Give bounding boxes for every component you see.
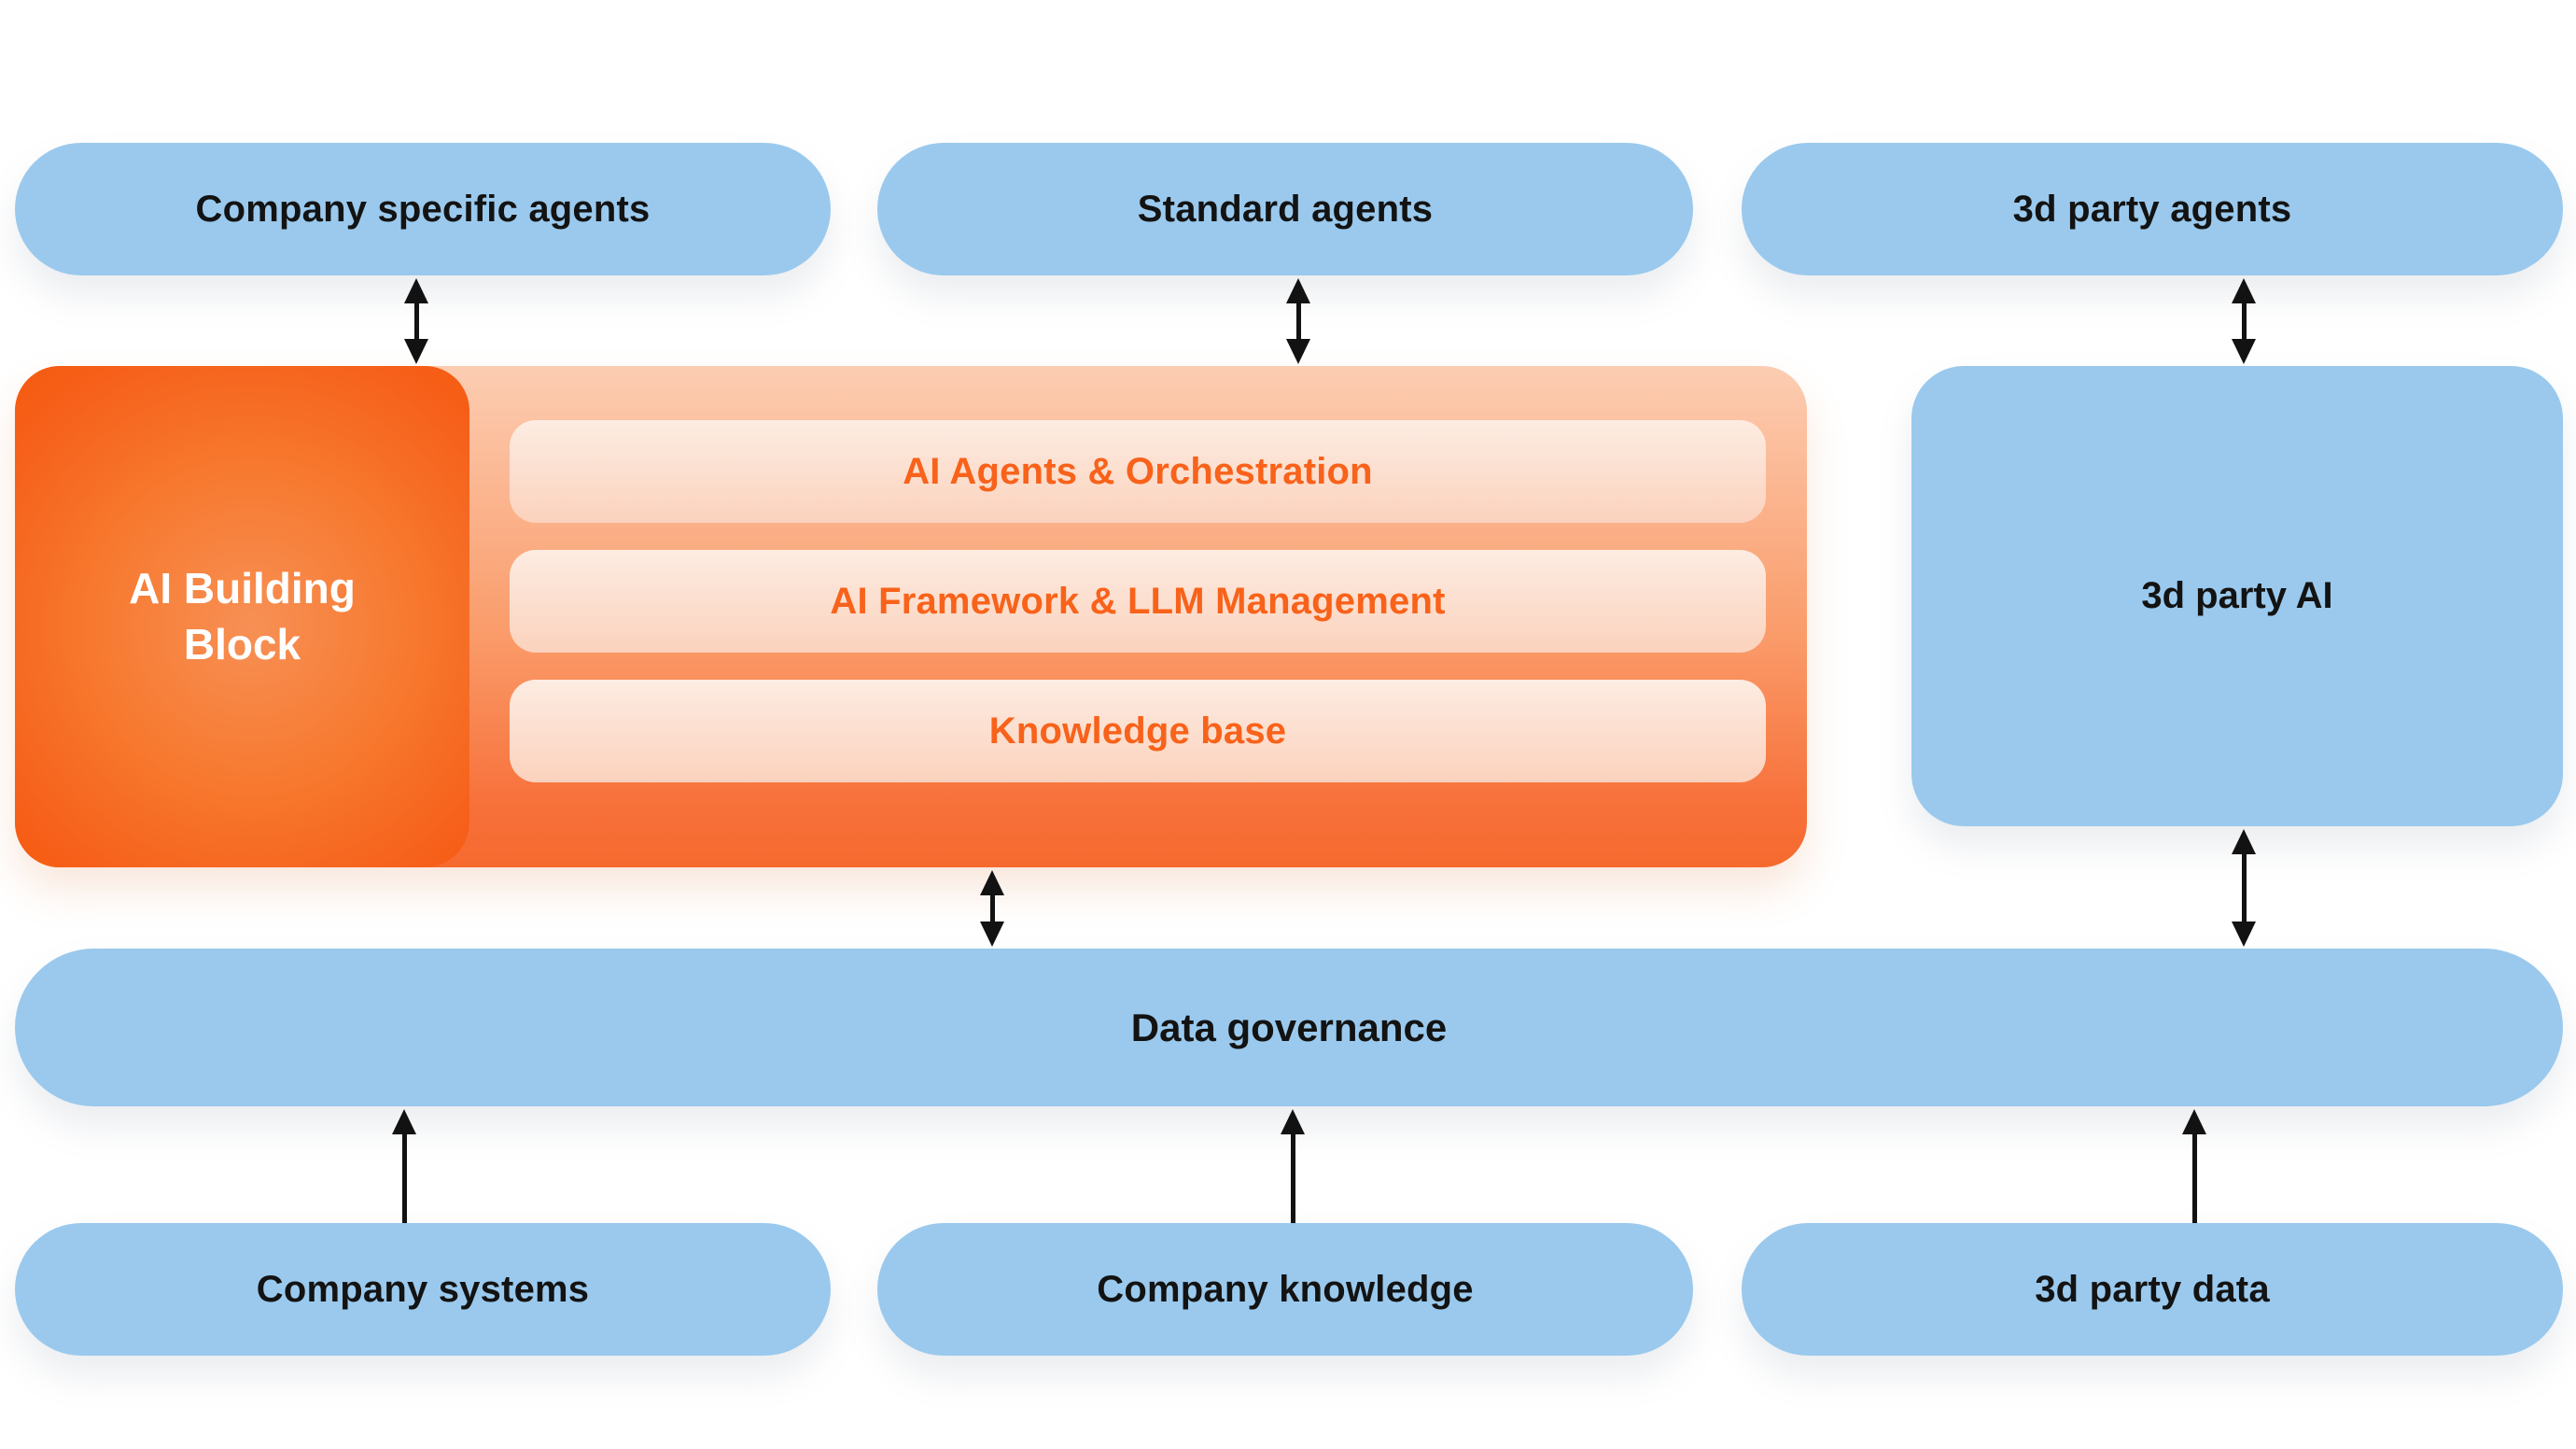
ai-building-block-label-line2: Block <box>183 619 301 668</box>
pill-3d-party-data: 3d party data <box>1742 1223 2563 1356</box>
pill-company-systems: Company systems <box>15 1223 831 1356</box>
arrow-stem <box>401 1128 407 1228</box>
layer-ai-framework-llm-management-label: AI Framework & LLM Management <box>830 580 1446 622</box>
layer-ai-agents-orchestration-label: AI Agents & Orchestration <box>903 450 1373 492</box>
pill-3d-party-agents-label: 3d party agents <box>2012 188 2292 230</box>
pill-3d-party-data-label: 3d party data <box>2035 1268 2270 1310</box>
ai-building-block-label-line1: AI Building <box>129 563 356 612</box>
arrow-stem <box>2191 1128 2197 1228</box>
pill-company-specific-agents-label: Company specific agents <box>195 188 651 230</box>
arrow-stem <box>413 297 419 345</box>
layer-ai-agents-orchestration: AI Agents & Orchestration <box>510 420 1766 523</box>
ai-building-block-label: AI Building Block <box>129 561 356 673</box>
arrow-head-down <box>2232 339 2256 364</box>
pill-company-knowledge: Company knowledge <box>877 1223 1693 1356</box>
bar-data-governance: Data governance <box>15 949 2563 1106</box>
arrow-stem <box>1295 297 1301 345</box>
arrow-head-down <box>1286 339 1310 364</box>
pill-company-specific-agents: Company specific agents <box>15 143 831 275</box>
arrow-company-systems-to-governance <box>391 1109 417 1228</box>
arrow-head-down <box>404 339 428 364</box>
layers-area: AI Agents & Orchestration AI Framework &… <box>510 420 1766 809</box>
layer-ai-framework-llm-management: AI Framework & LLM Management <box>510 550 1766 653</box>
ai-building-block-container: AI Building Block AI Agents & Orchestrat… <box>15 366 1807 867</box>
bar-data-governance-label: Data governance <box>1130 1005 1448 1049</box>
pill-company-systems-label: Company systems <box>256 1268 590 1310</box>
layer-knowledge-base: Knowledge base <box>510 680 1766 782</box>
layer-knowledge-base-label: Knowledge base <box>988 710 1287 752</box>
arrow-company-specific-to-building-block <box>403 278 429 364</box>
arrow-stem <box>989 889 995 928</box>
box-3d-party-ai: 3d party AI <box>1911 366 2563 826</box>
pill-company-knowledge-label: Company knowledge <box>1097 1268 1474 1310</box>
arrow-3d-party-ai-to-governance <box>2231 829 2257 947</box>
arrow-stem <box>1290 1128 1295 1228</box>
arrow-3d-party-agents-to-3d-party-ai <box>2231 278 2257 364</box>
arrow-stem <box>2241 848 2247 928</box>
pill-standard-agents: Standard agents <box>877 143 1693 275</box>
ai-building-block: AI Building Block <box>15 366 469 867</box>
arrow-container-to-governance <box>979 870 1005 947</box>
pill-standard-agents-label: Standard agents <box>1137 188 1434 230</box>
box-3d-party-ai-label: 3d party AI <box>2141 575 2333 616</box>
arrow-company-knowledge-to-governance <box>1280 1109 1306 1228</box>
arrow-standard-agents-to-container <box>1285 278 1311 364</box>
arrow-head-down <box>980 921 1004 947</box>
arrow-stem <box>2241 297 2247 345</box>
arrow-3d-party-data-to-governance <box>2181 1109 2207 1228</box>
arrow-head-down <box>2232 921 2256 947</box>
pill-3d-party-agents: 3d party agents <box>1742 143 2563 275</box>
